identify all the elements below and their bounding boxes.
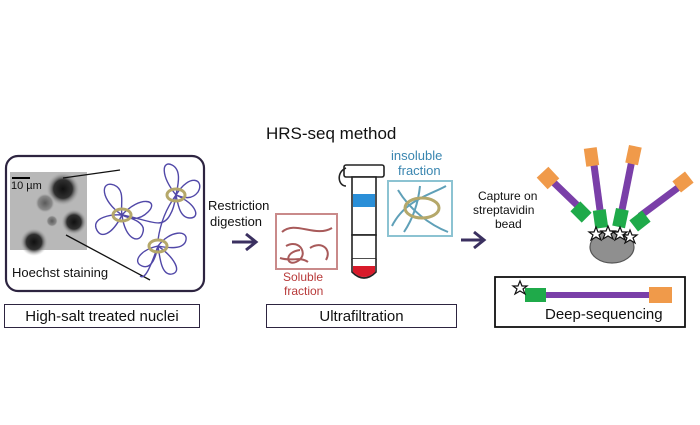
- chromatin-loops: [95, 163, 201, 278]
- nuclei-caption: High-salt treated nuclei: [4, 304, 200, 328]
- capture-label-line1: Capture on: [478, 189, 538, 203]
- soluble-label-line1: Soluble: [283, 270, 324, 284]
- scale-bar-label: 10 µm: [11, 180, 42, 192]
- streptavidin-bead-assembly: [536, 144, 694, 264]
- diagram-title: HRS-seq method: [266, 124, 397, 143]
- capture-label-line2: streptavidin: [473, 203, 535, 217]
- ultrafiltration-tube: [338, 164, 385, 279]
- biotin-star-icon: [511, 279, 529, 296]
- arrow-digestion: [232, 232, 259, 252]
- insoluble-fraction-box: [387, 180, 453, 237]
- soluble-fraction-box: [275, 213, 338, 270]
- ultrafiltration-caption: Ultrafiltration: [266, 304, 457, 328]
- capture-label-line3: bead: [495, 217, 522, 231]
- deep-sequencing-caption: Deep-sequencing: [545, 306, 663, 323]
- insoluble-label-line2: fraction: [398, 163, 441, 178]
- soluble-label-line2: fraction: [284, 284, 324, 298]
- hoechst-staining-label: Hoechst staining: [12, 265, 109, 280]
- restriction-label: Restriction: [208, 198, 270, 213]
- arrow-capture: [461, 230, 487, 250]
- insoluble-label-line1: insoluble: [391, 148, 443, 163]
- deep-sequencing-panel-frame: [494, 276, 686, 328]
- nuclei-panel-frame: [4, 154, 206, 293]
- hoechst-micrograph: [10, 169, 151, 281]
- sequencing-read: [511, 279, 672, 303]
- digestion-label: digestion: [210, 214, 263, 229]
